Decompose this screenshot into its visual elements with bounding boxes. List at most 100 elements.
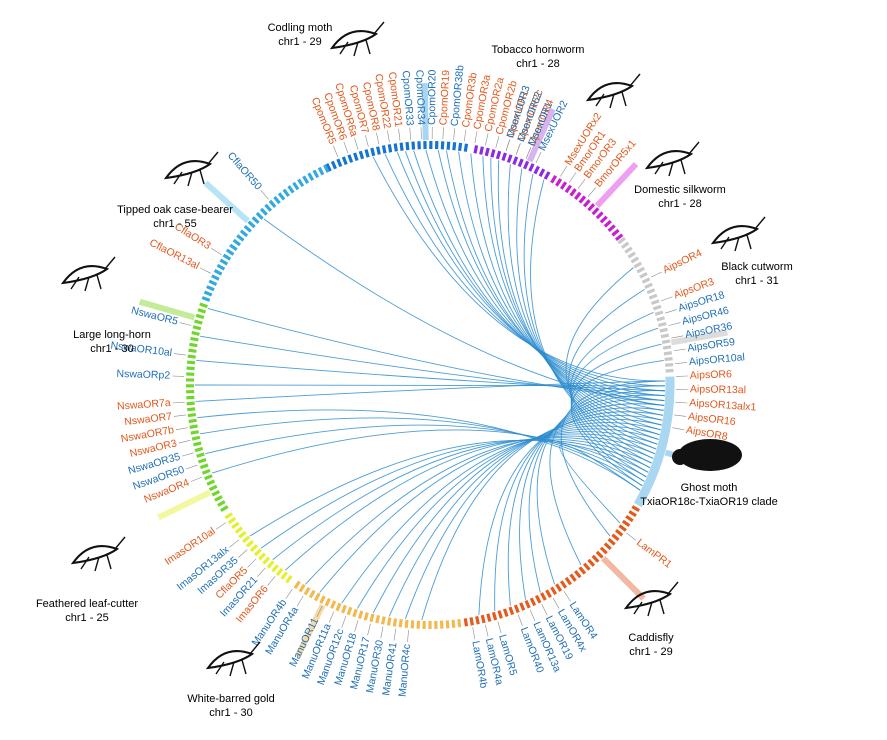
species-sub-aips: chr1 - 31 <box>735 275 778 287</box>
synteny-link <box>519 399 665 600</box>
gene-leader-line <box>407 630 409 643</box>
chromosome-segment-nswa <box>199 302 208 309</box>
gene-leader-line <box>211 248 222 255</box>
chromosome-segment-cpom <box>336 158 343 168</box>
chromosome-segment-aips <box>624 246 633 254</box>
gene-leader-line <box>515 143 521 155</box>
gene-leader-line <box>172 401 185 404</box>
moth-silhouette-icon <box>163 151 219 187</box>
chromosome-segment-nswa <box>214 495 223 502</box>
chromosome-segment-aips <box>646 288 656 295</box>
gene-leader-line <box>179 322 192 326</box>
chromosome-segment-lamr <box>578 566 587 575</box>
chromosome-segment-aips <box>660 333 670 339</box>
gene-leader-line <box>178 440 191 444</box>
gene-leader-line <box>238 549 248 558</box>
chromosome-segment-cfla <box>203 290 213 297</box>
chromosome-segment-cfla <box>251 216 260 225</box>
chromosome-segment-bmor <box>578 195 587 204</box>
chromosome-segment-lamr <box>529 597 537 607</box>
chromosome-segment-msex <box>528 163 535 172</box>
gene-leader-line <box>229 539 240 548</box>
gene-label: AipsOR13alx1 <box>689 397 757 414</box>
chromosome-segment-lamr <box>469 617 474 626</box>
chromosome-segment-cfla <box>323 164 330 173</box>
synteny-link <box>494 407 664 611</box>
chromosome-segment-cfla <box>216 263 226 271</box>
species-name-bmor: Domestic silkworm <box>634 184 726 196</box>
gene-leader-line <box>668 322 681 326</box>
chromosome-segment-maru <box>324 597 331 607</box>
synteny-link <box>372 425 660 614</box>
chromosome-segment-cpom <box>411 141 416 150</box>
chromosome-segment-lamr <box>564 576 572 586</box>
gene-label: NswaOR7a <box>117 397 172 413</box>
chromosome-segment-nswa <box>193 441 202 447</box>
chromosome-segment-cpom <box>376 146 381 155</box>
gene-label: CpomOR34 <box>413 70 427 126</box>
chromosome-segment-imas <box>285 574 293 584</box>
chromosome-segment-msex <box>501 152 507 162</box>
chromosome-segment-cpom <box>358 150 365 160</box>
synteny-link <box>559 444 641 524</box>
moth-silhouette-icon <box>70 536 126 572</box>
gene-leader-line <box>333 145 339 158</box>
chromosome-segment-lamr <box>611 533 620 542</box>
synteny-link <box>523 173 655 455</box>
chromosome-segment-imas <box>238 530 247 539</box>
chromosome-segment-cfla <box>255 211 264 220</box>
chromosome-segment-cfla <box>264 203 273 212</box>
gene-leader-line <box>626 532 637 541</box>
gene-leader-line <box>569 172 577 183</box>
gene-leader-line <box>409 127 411 140</box>
chromosome-segment-lamr <box>614 529 624 537</box>
gene-leader-line <box>497 621 502 634</box>
chromosome-segment-lamr <box>603 542 612 551</box>
chromosome-segment-lamr <box>599 546 608 555</box>
synteny-link <box>490 158 660 436</box>
chromosome-segment-bmor <box>587 203 596 212</box>
chromosome-segment-aips <box>627 251 636 259</box>
chromosome-segment-lamr <box>607 537 616 546</box>
gene-leader-line <box>442 127 444 140</box>
species-name-txia: Ghost moth <box>681 482 738 494</box>
chromosome-segment-aips <box>665 362 674 367</box>
chromosome-segment-cfla <box>211 274 220 281</box>
synteny-link <box>421 415 663 620</box>
chromosome-segment-lamr <box>491 611 498 621</box>
gene-leader-line <box>472 627 476 640</box>
species-sub-cfla: chr1 - 55 <box>153 218 196 230</box>
chromosome-segment-maru <box>386 617 392 626</box>
synteny-link <box>568 289 651 469</box>
chromosome-segment-imas <box>262 556 271 565</box>
gene-label: CpomOR19 <box>437 70 452 126</box>
chromosome-segment-cpom <box>341 156 348 165</box>
chromosome-segment-msex <box>512 156 519 165</box>
chromosome-segment-bmor <box>569 188 577 197</box>
gene-leader-line <box>529 609 536 621</box>
chromosome-segment-msex <box>473 145 479 154</box>
chromosome-ring <box>185 140 675 629</box>
chromosome-segment-nswa <box>187 407 196 412</box>
chromosome-segment-lamr <box>582 562 591 571</box>
moth-silhouette-icon <box>585 73 641 109</box>
gene-leader-line <box>199 267 211 274</box>
chromosome-segment-bmor <box>607 224 616 233</box>
chromosome-segment-cpom <box>457 142 463 152</box>
gene-leader-line <box>665 309 677 314</box>
chromosome-segment-imas <box>275 567 284 577</box>
species-band-cfla <box>203 180 250 224</box>
chromosome-segment-lamr <box>621 519 631 527</box>
species-name-nswa: Large long-horn <box>73 329 151 341</box>
chromosome-segment-cfla <box>268 199 277 208</box>
chromosome-segment-msex <box>543 171 551 180</box>
chromosome-segment-nswa <box>189 424 198 429</box>
gene-label: AipsOR13al <box>690 383 746 396</box>
chromosome-segment-cfla <box>232 238 241 247</box>
synteny-link <box>570 359 664 487</box>
gene-leader-line <box>661 296 673 302</box>
chromosome-segment-bmor <box>559 181 568 190</box>
species-sub-imas: chr1 - 25 <box>65 612 108 624</box>
gene-leader-line <box>175 427 188 431</box>
gene-label: CpomOR38b <box>449 64 467 126</box>
